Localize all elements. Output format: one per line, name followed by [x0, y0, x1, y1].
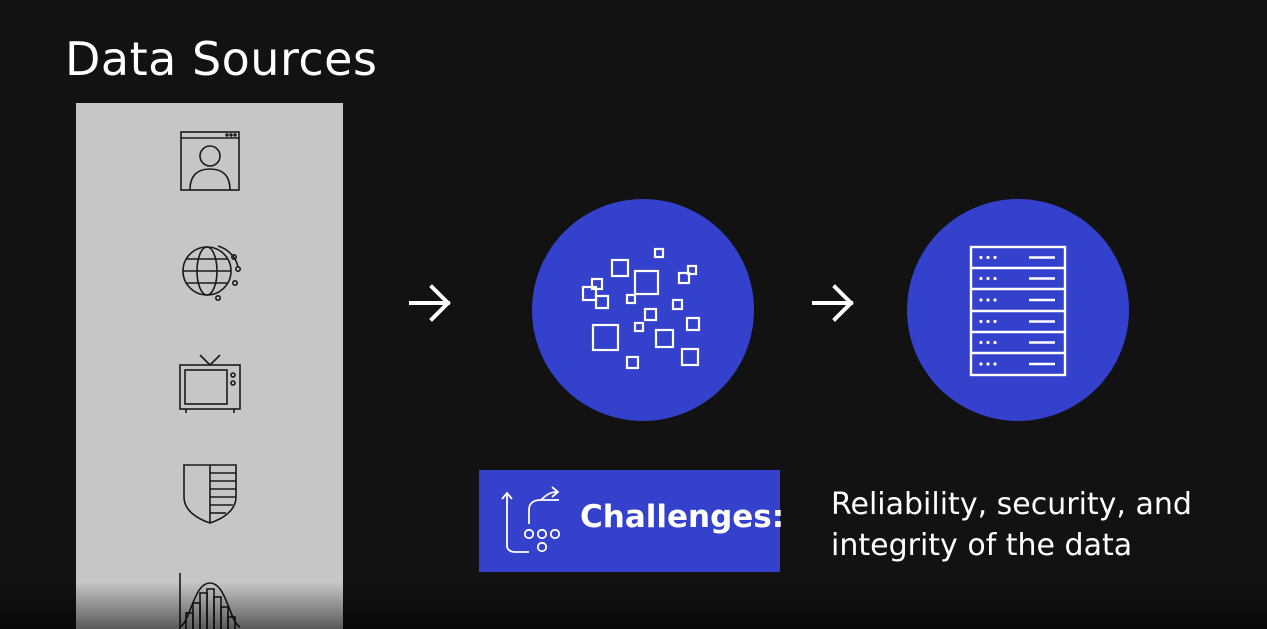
data-storage-stage	[907, 199, 1129, 421]
data-sources-panel	[76, 103, 343, 629]
challenges-box: Challenges:	[479, 470, 784, 572]
shield-icon	[178, 461, 242, 525]
scattered-data-icon	[581, 247, 701, 370]
challenges-label: Challenges:	[580, 499, 785, 535]
arrow-right-icon	[811, 280, 857, 326]
challenges-description: Reliability, security, and integrity of …	[831, 484, 1251, 566]
slide-title: Data Sources	[65, 32, 378, 86]
user-profile-icon	[178, 129, 242, 193]
scattered-data-stage	[532, 199, 754, 421]
strategy-play-icon	[499, 484, 569, 558]
globe-network-icon	[178, 239, 242, 303]
television-icon	[178, 351, 242, 415]
arrow-right-icon	[408, 280, 454, 326]
challenges-description-line-1: Reliability, security, and	[831, 487, 1192, 522]
challenges-description-line-2: integrity of the data	[831, 528, 1133, 563]
histogram-chart-icon	[178, 569, 242, 629]
server-rack-icon	[969, 245, 1067, 377]
